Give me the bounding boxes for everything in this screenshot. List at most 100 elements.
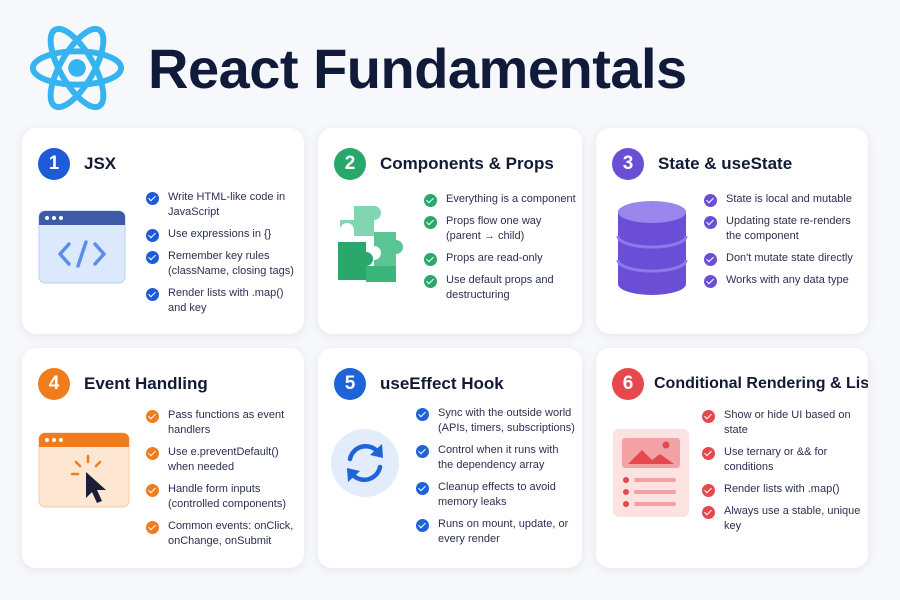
check-icon (424, 194, 437, 207)
check-icon (146, 288, 159, 301)
check-icon (146, 410, 159, 423)
list-item: Use expressions in {} (146, 227, 298, 242)
check-icon (424, 275, 437, 288)
point-text: Everything is a component (446, 193, 576, 205)
card-title: State & useState (658, 154, 793, 173)
list-item: Common events: onClick, onChange, onSubm… (146, 519, 298, 549)
list-item: Sync with the outside world (APIs, timer… (416, 406, 576, 436)
number-badge: 2 (334, 148, 366, 180)
react-logo-icon (29, 25, 125, 111)
card-state-usestate: 3 State & useState State is local and mu… (596, 128, 868, 334)
card-title: useEffect Hook (380, 374, 504, 393)
card-header: 4 Event Handling (38, 368, 208, 400)
point-text: Always use a stable, unique key (724, 505, 861, 532)
list-item: Use ternary or && for conditions (702, 445, 862, 475)
list-item: Always use a stable, unique key (702, 504, 862, 534)
list-item: Don't mutate state directly (704, 251, 862, 266)
card-header: 1 JSX (38, 148, 116, 180)
list-item: Props flow one way (parent → child) (424, 214, 576, 244)
point-text: Sync with the outside world (APIs, timer… (438, 407, 575, 434)
check-icon (146, 447, 159, 460)
check-icon (146, 521, 159, 534)
point-text: Works with any data type (726, 274, 849, 286)
points-list: Pass functions as event handlers Use e.p… (146, 408, 298, 556)
number-badge: 5 (334, 368, 366, 400)
refresh-icon (331, 429, 399, 497)
point-text: Render lists with .map() and key (168, 287, 284, 314)
point-text: Control when it runs with the dependency… (438, 444, 559, 471)
point-text: Pass functions as event handlers (168, 409, 285, 436)
card-title: Conditional Rendering & Lists (654, 375, 868, 392)
card-title: Components & Props (380, 154, 554, 173)
card-conditional-rendering: 6 Conditional Rendering & Lists Show or … (596, 348, 868, 568)
list-item: Cleanup effects to avoid memory leaks (416, 480, 576, 510)
check-icon (702, 410, 715, 423)
check-icon (146, 251, 159, 264)
point-text: State is local and mutable (726, 193, 852, 205)
check-icon (424, 253, 437, 266)
header: React Fundamentals (28, 18, 687, 118)
list-item: Props are read-only (424, 251, 576, 266)
list-item: Works with any data type (704, 273, 862, 288)
point-text: Render lists with .map() (724, 483, 840, 495)
page-title: React Fundamentals (148, 36, 687, 100)
check-icon (146, 229, 159, 242)
list-item: Use default props and destructuring (424, 273, 576, 303)
points-list: State is local and mutable Updating stat… (704, 192, 862, 295)
check-icon (704, 216, 717, 229)
list-item: Handle form inputs (controlled component… (146, 482, 298, 512)
list-item: Everything is a component (424, 192, 576, 207)
list-item: Pass functions as event handlers (146, 408, 298, 438)
card-jsx: 1 JSX Write HTML-like code in JavaScript… (22, 128, 304, 334)
point-text: Use ternary or && for conditions (724, 446, 828, 473)
list-item: Render lists with .map() (702, 482, 862, 497)
list-item: State is local and mutable (704, 192, 862, 207)
card-header: 5 useEffect Hook (334, 368, 504, 400)
points-list: Write HTML-like code in JavaScript Use e… (146, 190, 298, 323)
point-text: Remember key rules (className, closing t… (168, 250, 294, 277)
card-event-handling: 4 Event Handling Pass functions as event… (22, 348, 304, 568)
card-title: JSX (84, 154, 117, 173)
list-item: Runs on mount, update, or every render (416, 517, 576, 547)
card-header: 3 State & useState (612, 148, 792, 180)
point-text: Use expressions in {} (168, 228, 272, 240)
cards-grid: 1 JSX Write HTML-like code in JavaScript… (22, 128, 868, 568)
number-badge: 6 (612, 368, 644, 400)
card-components-props: 2 Components & Props Everything is a com… (318, 128, 582, 334)
card-useeffect-hook: 5 useEffect Hook Sync with the outside w… (318, 348, 582, 568)
list-item: Updating state re-renders the component (704, 214, 862, 244)
point-text: Runs on mount, update, or every render (438, 518, 569, 545)
point-text: Show or hide UI based on state (724, 409, 851, 436)
check-icon (146, 484, 159, 497)
number-badge: 3 (612, 148, 644, 180)
check-icon (416, 408, 429, 421)
points-list: Everything is a component Props flow one… (424, 192, 576, 310)
check-icon (416, 445, 429, 458)
check-icon (702, 447, 715, 460)
list-item: Write HTML-like code in JavaScript (146, 190, 298, 220)
number-badge: 4 (38, 368, 70, 400)
point-text: Use default props and destructuring (446, 274, 554, 301)
image-list-icon (613, 429, 689, 517)
point-text: Cleanup effects to avoid memory leaks (438, 481, 556, 508)
point-text: Write HTML-like code in JavaScript (168, 191, 286, 218)
list-item: Control when it runs with the dependency… (416, 443, 576, 473)
list-item: Remember key rules (className, closing t… (146, 249, 298, 279)
database-icon (616, 201, 688, 295)
number-badge: 1 (38, 148, 70, 180)
check-icon (704, 253, 717, 266)
puzzle-pieces-icon (338, 206, 403, 282)
point-text: Common events: onClick, onChange, onSubm… (168, 520, 294, 547)
check-icon (702, 506, 715, 519)
card-title: Event Handling (84, 374, 208, 393)
code-window-icon (38, 210, 126, 284)
point-text: Use e.preventDefault() when needed (168, 446, 279, 473)
check-icon (416, 482, 429, 495)
check-icon (416, 519, 429, 532)
check-icon (146, 192, 159, 205)
check-icon (702, 484, 715, 497)
point-text: Props flow one way (parent → child) (446, 215, 542, 242)
card-header: 6 Conditional Rendering & Lists (612, 368, 868, 400)
click-cursor-icon (38, 432, 130, 508)
list-item: Use e.preventDefault() when needed (146, 445, 298, 475)
